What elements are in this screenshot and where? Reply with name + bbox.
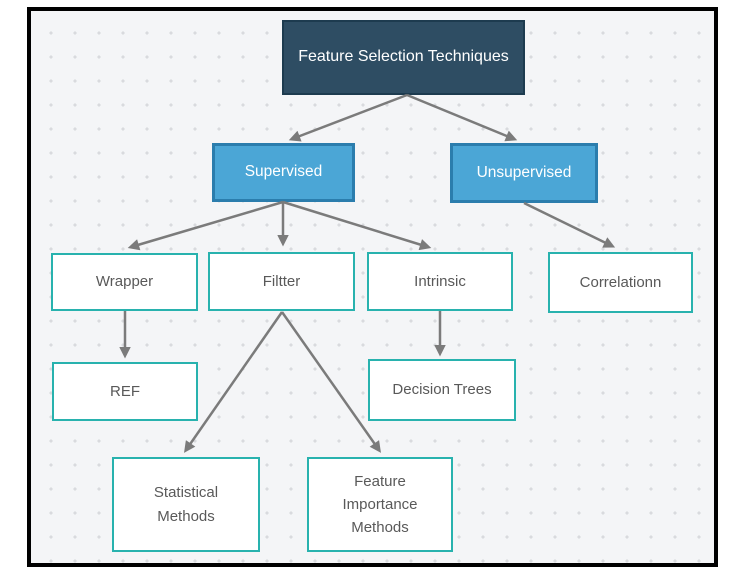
node-unsupervised: Unsupervised [450, 143, 598, 203]
node-label: Correlationn [579, 273, 662, 291]
node-filtter: Filtter [208, 252, 355, 311]
node-label: Unsupervised [476, 163, 572, 181]
node-ref: REF [52, 362, 198, 421]
node-label: Feature Importance Methods [342, 472, 418, 537]
node-supervised: Supervised [212, 143, 355, 202]
node-label: Feature Selection Techniques [298, 48, 509, 66]
node-label: Statistical Methods [153, 484, 219, 525]
node-correlationn: Correlationn [548, 252, 693, 313]
node-label: Decision Trees [392, 381, 492, 399]
node-label: Intrinsic [414, 272, 466, 290]
node-label: Wrapper [95, 273, 154, 291]
node-label: Filtter [262, 272, 301, 290]
node-feature-selection-techniques: Feature Selection Techniques [282, 20, 525, 95]
node-label: Supervised [244, 163, 323, 181]
node-feature-importance-methods: Feature Importance Methods [307, 457, 453, 552]
node-wrapper: Wrapper [51, 253, 198, 311]
node-statistical-methods: Statistical Methods [112, 457, 260, 552]
node-decision-trees: Decision Trees [368, 359, 516, 421]
node-intrinsic: Intrinsic [367, 252, 513, 311]
node-label: REF [110, 382, 140, 400]
